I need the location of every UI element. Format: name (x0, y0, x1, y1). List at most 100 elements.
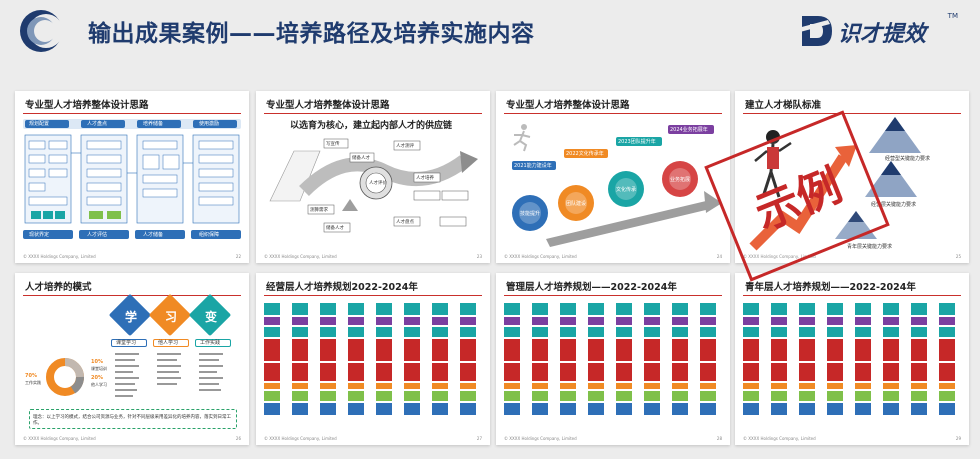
slide-footer: © XXXX Holdings Company, Limited (743, 436, 816, 441)
mode-item-lists (115, 353, 223, 397)
donut-chart (46, 358, 84, 396)
plan-block (264, 339, 280, 361)
slide-footer: © XXXX Holdings Company, Limited (264, 254, 337, 259)
brand-d-icon (798, 16, 832, 46)
slide-page-number: 24 (716, 254, 722, 259)
plan-block (743, 391, 759, 401)
divider (264, 113, 482, 114)
plan-block (320, 339, 336, 361)
flow-diagram (24, 134, 240, 224)
plan-column (460, 303, 476, 417)
plan-block (771, 403, 787, 415)
plan-block (939, 327, 955, 337)
year-box (564, 149, 608, 158)
row-label: 规划配置 (29, 121, 50, 127)
slide-thumbnail-8[interactable]: 青年层人才培养规划——2022-2024年 © XXXX Holdings Co… (735, 273, 969, 445)
year-box (668, 125, 714, 134)
page-title: 输出成果案例——培养路径及培养实施内容 (88, 21, 535, 47)
plan-block (883, 363, 899, 381)
slide-footer: © XXXX Holdings Company, Limited (743, 254, 816, 259)
plan-column (320, 303, 336, 417)
plan-block (771, 391, 787, 401)
plan-block (348, 403, 364, 415)
mode-label: 学 (125, 310, 138, 324)
plan-block (644, 363, 660, 381)
plan-block (432, 383, 448, 389)
plan-block (855, 391, 871, 401)
slide-page-number: 25 (955, 254, 961, 259)
plan-block (588, 339, 604, 361)
plan-block (771, 317, 787, 325)
plan-block (376, 303, 392, 315)
plan-column (292, 303, 308, 417)
pct-value: 20% (91, 375, 103, 381)
plan-block (404, 403, 420, 415)
slide-thumbnail-7[interactable]: 管理层人才培养规划——2022-2024年 © XXXX Holdings Co… (496, 273, 730, 445)
slide-page-number: 27 (476, 436, 482, 441)
row-label-box (81, 120, 125, 128)
plan-block (432, 303, 448, 315)
slide-page-number: 29 (955, 436, 961, 441)
plan-block (672, 339, 688, 361)
plan-block (855, 363, 871, 381)
plan-block (532, 383, 548, 389)
slide-thumbnail-4[interactable]: 建立人才梯队标准 经营型关键能力要求 经营层关键能力要求 青年层关键能力要求 ©… (735, 91, 969, 263)
plan-block (672, 383, 688, 389)
plan-block (799, 383, 815, 389)
plan-block (700, 327, 716, 337)
divider (504, 113, 722, 114)
plan-block (827, 383, 843, 389)
plan-block (264, 317, 280, 325)
divider (743, 295, 961, 296)
slide-title: 青年层人才培养规划——2022-2024年 (745, 282, 916, 293)
plan-block (700, 317, 716, 325)
plan-block (771, 327, 787, 337)
plan-block (460, 363, 476, 381)
plan-column (827, 303, 843, 417)
plan-block (348, 383, 364, 389)
slide-thumbnail-3[interactable]: 专业型人才培养整体设计思路 2021能力建设年 2022文化传承年 2023团队… (496, 91, 730, 263)
plan-block (616, 339, 632, 361)
slide-footer: © XXXX Holdings Company, Limited (23, 254, 96, 259)
plan-block (460, 391, 476, 401)
plan-block (348, 317, 364, 325)
plan-block (588, 403, 604, 415)
plan-block (264, 391, 280, 401)
plan-block (771, 339, 787, 361)
plan-block (672, 317, 688, 325)
plan-block (672, 391, 688, 401)
header-band (23, 119, 241, 129)
slide-page-number: 28 (716, 436, 722, 441)
plan-block (700, 383, 716, 389)
plan-column (855, 303, 871, 417)
plan-block (376, 391, 392, 401)
slide-thumbnail-5[interactable]: 人才培养的模式 学 习 变 课堂学习 他人学习 工作实践 10% 课堂培训 20… (15, 273, 249, 445)
slide-title: 专业型人才培养整体设计思路 (266, 100, 390, 111)
plan-column (743, 303, 759, 417)
plan-column (348, 303, 364, 417)
mode-label: 习 (165, 310, 178, 324)
year-label: 2021能力建设年 (514, 163, 552, 169)
plan-block (348, 339, 364, 361)
plan-block (460, 339, 476, 361)
plan-block (292, 327, 308, 337)
ring-logo-icon (20, 10, 63, 52)
plan-block (560, 317, 576, 325)
plan-block (616, 317, 632, 325)
plan-block (560, 303, 576, 315)
slide-thumbnail-1[interactable]: 专业型人才培养整体设计思路 规划配置 人才盘点 培养储备 使用激励 (15, 91, 249, 263)
plan-block (799, 317, 815, 325)
plan-column (560, 303, 576, 417)
plan-column (376, 303, 392, 417)
plan-block (560, 363, 576, 381)
plan-block (376, 317, 392, 325)
diagram-label: 人才盘点 (396, 220, 414, 225)
plan-block (532, 303, 548, 315)
slide-thumbnail-2[interactable]: 专业型人才培养整体设计思路 以选育为核心，建立起内部人才的供应链 写宣传 储备人… (256, 91, 490, 263)
slide-thumbnail-6[interactable]: 经营层人才培养规划2022-2024年 © XXXX Holdings Comp… (256, 273, 490, 445)
plan-block (404, 391, 420, 401)
row-label: 人才盘点 (87, 121, 108, 127)
circle-label: 业务拓展 (670, 177, 691, 183)
plan-block (292, 339, 308, 361)
plan-column (532, 303, 548, 417)
